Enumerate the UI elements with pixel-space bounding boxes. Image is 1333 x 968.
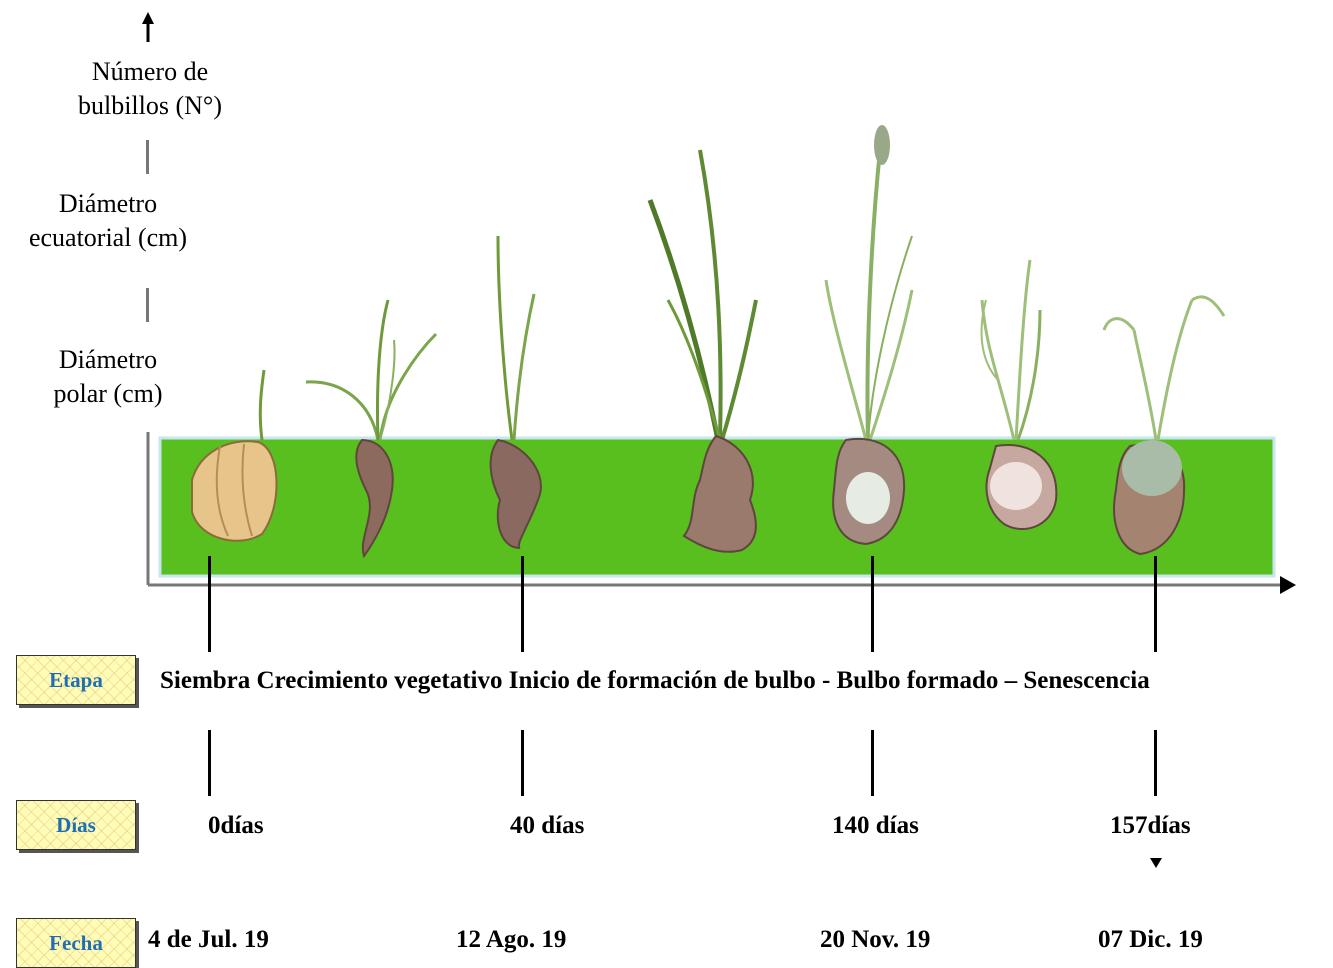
etapa-label-box: Etapa <box>16 655 136 705</box>
stage-marker-line <box>521 730 524 796</box>
dias-value: 40 días <box>510 812 584 840</box>
dias-value: 0días <box>208 812 264 840</box>
stage-marker-line <box>871 730 874 796</box>
fecha-value: 4 de Jul. 19 <box>148 926 269 954</box>
garlic-growth-diagram <box>0 0 1333 610</box>
stage-marker-line <box>1154 556 1157 652</box>
stage-marker-line <box>1154 730 1157 796</box>
fecha-value: 07 Dic. 19 <box>1098 926 1203 954</box>
x-axis-arrow-icon <box>1280 576 1296 594</box>
etapa-text: Siembra Crecimiento vegetativo Inicio de… <box>160 667 1150 695</box>
fecha-label-box: Fecha <box>16 918 136 968</box>
garlic-plant-icon <box>826 125 912 544</box>
stage-marker-line <box>871 556 874 652</box>
down-arrow-icon <box>1148 856 1164 870</box>
garlic-plant-icon <box>982 260 1057 529</box>
stage-marker-line <box>521 556 524 652</box>
dias-value: 140 días <box>832 812 919 840</box>
stage-marker-line <box>208 730 211 796</box>
fecha-value: 20 Nov. 19 <box>820 926 930 954</box>
dias-label-box: Días <box>16 800 136 850</box>
stage-marker-line <box>208 556 211 652</box>
dias-value: 157días <box>1110 812 1191 840</box>
fecha-value: 12 Ago. 19 <box>456 926 566 954</box>
